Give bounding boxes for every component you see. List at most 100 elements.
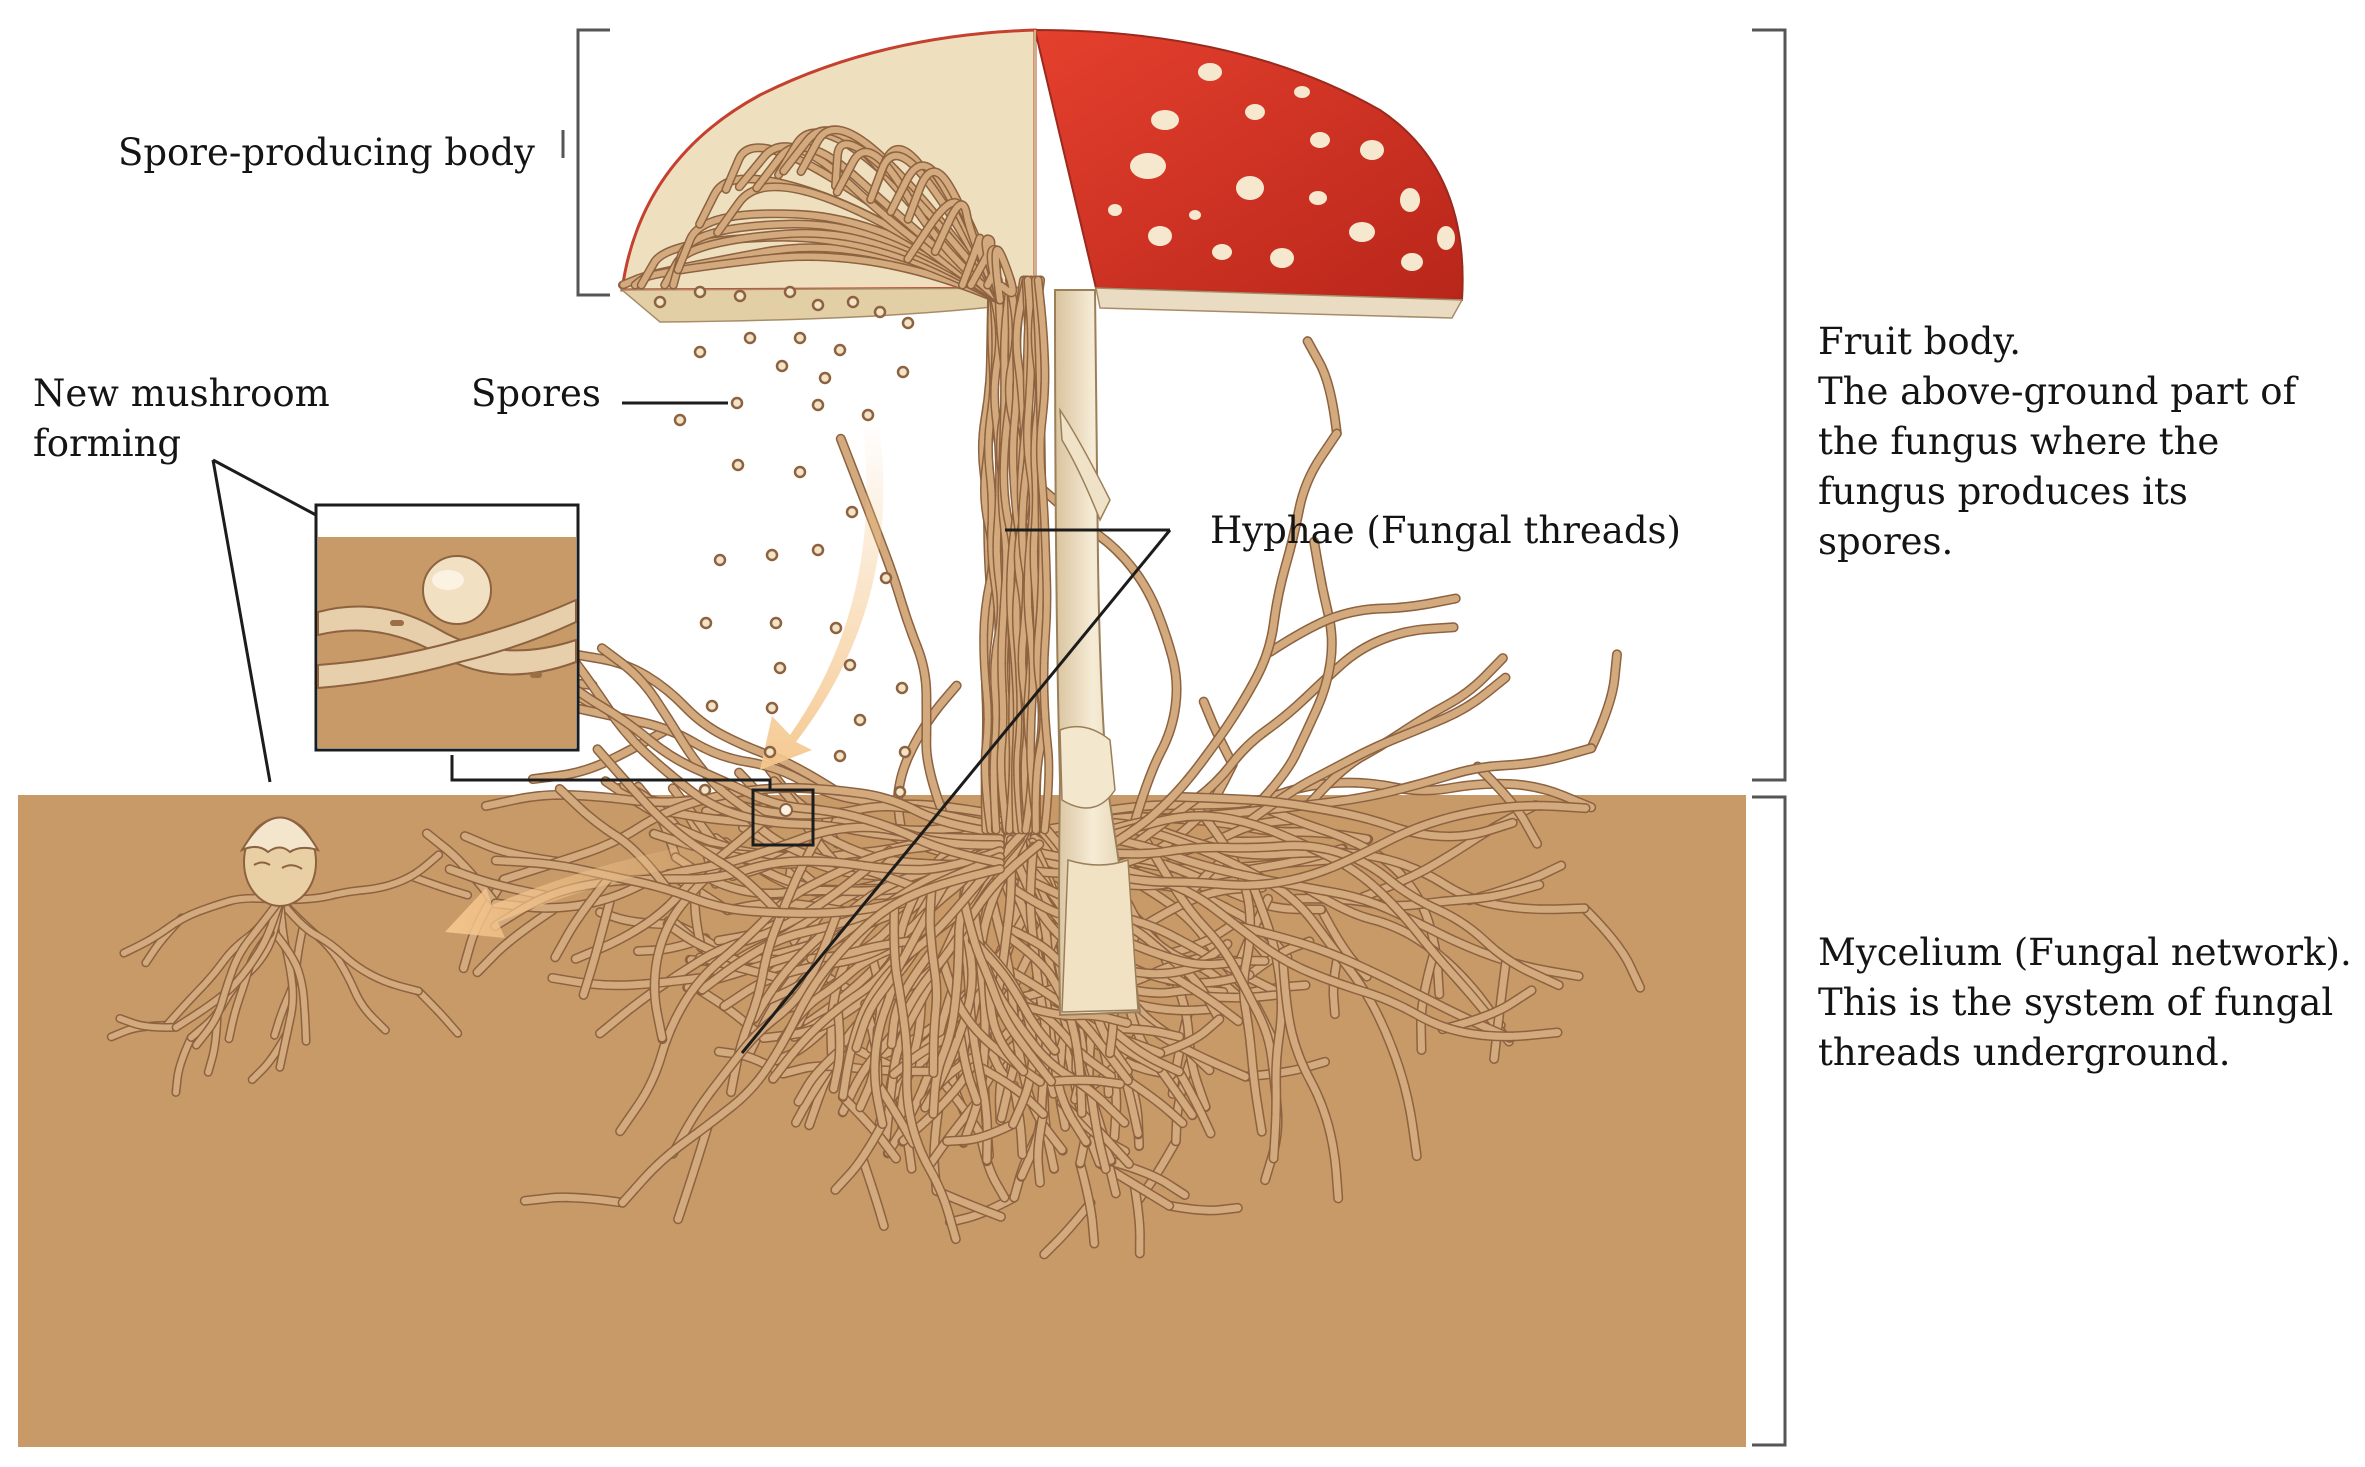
hypha-strand <box>173 897 283 1031</box>
spore <box>793 331 807 345</box>
hypha-strand <box>727 812 834 1096</box>
hypha-strand <box>409 873 471 899</box>
hypha-strand <box>1233 922 1514 1042</box>
label-spore-producing-body: Spore-producing body <box>118 131 535 174</box>
hypha-strand <box>529 650 1004 867</box>
hypha-strand <box>172 1034 195 1096</box>
hypha-strand <box>1107 1157 1189 1199</box>
hypha-strand <box>580 896 614 999</box>
mycelium-line: threads underground. <box>1818 1031 2231 1074</box>
hypha-strand <box>839 1093 900 1162</box>
hypha-strand <box>598 644 773 827</box>
mushroom-cap-red-half <box>1033 28 1464 319</box>
hypha-strand <box>277 851 442 903</box>
hypha-strand <box>423 830 499 907</box>
hypha-strand <box>874 1080 917 1147</box>
label-fruit-body: Fruit body. The above-ground part of the… <box>1818 317 2296 567</box>
hypha-strand <box>473 906 557 976</box>
hypha-strand <box>998 277 1014 833</box>
hypha-strand <box>987 277 1005 833</box>
spore <box>763 745 777 759</box>
hypha-strand <box>992 247 1016 303</box>
spore <box>879 571 893 585</box>
hypha-strand <box>1076 430 1341 867</box>
hypha-strand <box>736 143 1003 303</box>
spore <box>693 345 707 359</box>
hypha-strand <box>521 1193 627 1207</box>
spores-group <box>653 285 915 799</box>
hypha-strand <box>1124 1077 1187 1127</box>
hypha-strand <box>1304 337 1341 437</box>
hypha-strand <box>1022 1003 1131 1027</box>
leader-lines <box>211 401 1172 1054</box>
spore <box>783 285 797 299</box>
spore <box>811 543 825 557</box>
spread-arrow <box>445 840 724 938</box>
spore <box>901 316 915 330</box>
hypha-strand <box>1076 802 1589 889</box>
spore <box>853 713 867 727</box>
spore <box>731 458 745 472</box>
spore <box>811 398 825 412</box>
spore <box>653 295 667 309</box>
hypha-strand <box>1580 904 1644 992</box>
hypha-strand <box>665 808 1007 834</box>
fruit-body-line: Fruit body. <box>1818 320 2022 363</box>
spore <box>861 408 875 422</box>
hypha-strand <box>1035 277 1052 833</box>
hypha-strand <box>1474 763 1541 848</box>
spore <box>833 343 847 357</box>
spore <box>829 621 843 635</box>
hypha-strand <box>830 1004 844 1093</box>
hypha-strand <box>594 745 783 917</box>
mycelium-line: This is the system of fungal <box>1818 981 2334 1024</box>
hypha-strand <box>969 936 1059 1055</box>
hypha-strand <box>985 974 1027 1075</box>
hypha-strand <box>674 1121 712 1223</box>
hypha-strand <box>277 897 422 995</box>
label-new-mushroom-forming: New mushroom forming <box>33 369 330 469</box>
cap-hyphae <box>618 125 1054 835</box>
hypha-strand <box>1047 1076 1124 1088</box>
hypha-strand <box>1279 957 1342 1202</box>
spore <box>898 745 912 759</box>
spore <box>698 783 712 797</box>
hypha-strand <box>1024 277 1041 833</box>
spore <box>699 616 713 630</box>
label-spores: Spores <box>471 372 601 415</box>
spore <box>765 548 779 562</box>
hypha-strand <box>1266 595 1460 656</box>
hypha-strand <box>1156 1015 1223 1057</box>
inset-germinating-spore <box>314 503 580 752</box>
spore <box>773 661 787 675</box>
hypha-strand <box>116 1015 180 1031</box>
hypha-strand <box>120 895 283 957</box>
hypha-strand <box>1175 1068 1215 1137</box>
hypha-strand <box>831 1120 886 1194</box>
spore <box>896 365 910 379</box>
hypha-strand <box>1076 812 1513 1045</box>
hypha-strand <box>929 871 976 1118</box>
hypha-strand <box>1171 793 1517 841</box>
hypha-strand <box>415 988 461 1037</box>
label-mycelium: Mycelium (Fungal network). This is the s… <box>1818 928 2352 1078</box>
hypha-strand <box>943 1120 1017 1145</box>
spore <box>818 371 832 385</box>
hypha-strand <box>1076 823 1421 1160</box>
spore <box>693 285 707 299</box>
label-new-mushroom-line: forming <box>33 422 182 465</box>
hypha-strand <box>1034 1110 1047 1187</box>
spore <box>769 616 783 630</box>
hypha-strand <box>632 253 1003 303</box>
hypha-strand <box>1078 1109 1133 1168</box>
hypha-strand <box>272 930 310 1045</box>
fruit-body-line: spores. <box>1818 520 1954 563</box>
hypha-strand <box>193 897 283 1049</box>
mycelium-line: Mycelium (Fungal network). <box>1818 931 2352 974</box>
inset-target-box <box>751 788 815 847</box>
spore <box>846 295 860 309</box>
mycelium-network <box>421 336 1646 1260</box>
mushroom-stem <box>1053 289 1142 1017</box>
